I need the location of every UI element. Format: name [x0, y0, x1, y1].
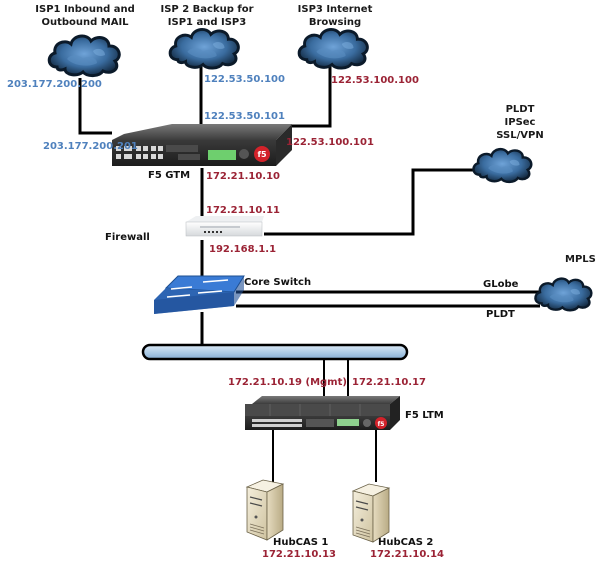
cloud-isp2 [168, 27, 240, 70]
cloud-isp1-label-line1: ISP1 Inbound and [35, 4, 135, 15]
ip-isp3-gtm: 122.53.100.101 [286, 137, 374, 148]
hubcas1-label: HubCAS 1 [273, 537, 329, 548]
link-label-pldt: PLDT [486, 309, 515, 320]
cloud-isp3-label: ISP3 Internet Browsing [290, 3, 380, 29]
ip-isp3-cloud: 122.53.100.100 [331, 75, 419, 86]
network-bus [141, 343, 409, 361]
links [78, 60, 540, 482]
hubcas2-server [351, 483, 391, 543]
f5-ltm-label: F5 LTM [405, 410, 444, 421]
f5-gtm-device: f5 [112, 124, 292, 166]
cloud-isp3-label-line2: Browsing [308, 17, 362, 28]
hubcas1-ip: 172.21.10.13 [262, 549, 337, 560]
link-firewall-pldt-vpn [264, 168, 478, 236]
cloud-pldt-vpn-label: PLDT IPSec SSL/VPN [490, 103, 550, 142]
core-switch-label: Core Switch [244, 277, 312, 288]
cloud-pldt-vpn-label-line1: PLDT [505, 104, 535, 115]
link-isp1-gtm [78, 78, 112, 135]
cloud-isp2-label-line2: ISP1 and ISP3 [167, 17, 247, 28]
cloud-isp1 [47, 34, 121, 78]
ip-isp1-gtm: 203.177.200.201 [43, 141, 138, 152]
cloud-isp1-label: ISP1 Inbound and Outbound MAIL [30, 3, 140, 29]
ip-ltm-mgmt: 172.21.10.19 (Mgmt) [228, 377, 347, 388]
cloud-mpls-label: MPLS [565, 254, 596, 265]
cloud-isp3-label-line1: ISP3 Internet [297, 4, 373, 15]
f5-ltm-device: f5 [245, 396, 400, 430]
ip-isp1-cloud: 203.177.200.200 [7, 79, 102, 90]
cloud-pldt-vpn-label-line3: SSL/VPN [496, 130, 544, 141]
hubcas2-ip: 172.21.10.14 [370, 549, 445, 560]
cloud-pldt-vpn [472, 147, 533, 184]
ip-ltm-data: 172.21.10.17 [352, 377, 427, 388]
cloud-isp3 [297, 27, 369, 70]
ip-gtm-inside: 172.21.10.10 [206, 171, 281, 182]
svg-text:f5: f5 [378, 421, 385, 428]
firewall-label: Firewall [105, 232, 150, 243]
link-isp3-gtm [292, 62, 332, 128]
ip-firewall-outside: 172.21.10.11 [206, 205, 281, 216]
link-label-globe: GLobe [483, 279, 519, 290]
hubcas2-label: HubCAS 2 [378, 537, 434, 548]
hubcas1-server [245, 479, 285, 541]
cloud-isp1-label-line2: Outbound MAIL [41, 17, 129, 28]
svg-text:f5: f5 [257, 150, 266, 159]
cloud-pldt-vpn-label-line2: IPSec [504, 117, 536, 128]
core-switch-device [154, 275, 245, 314]
ip-isp2-gtm: 122.53.50.101 [204, 111, 285, 122]
cloud-isp2-label: ISP 2 Backup for ISP1 and ISP3 [152, 3, 262, 29]
firewall-device [185, 216, 264, 237]
cloud-mpls [534, 277, 593, 312]
ip-firewall-inside: 192.168.1.1 [209, 244, 277, 255]
ip-isp2-cloud: 122.53.50.100 [204, 74, 285, 85]
f5-gtm-label: F5 GTM [148, 170, 191, 181]
cloud-isp2-label-line1: ISP 2 Backup for [160, 4, 254, 15]
